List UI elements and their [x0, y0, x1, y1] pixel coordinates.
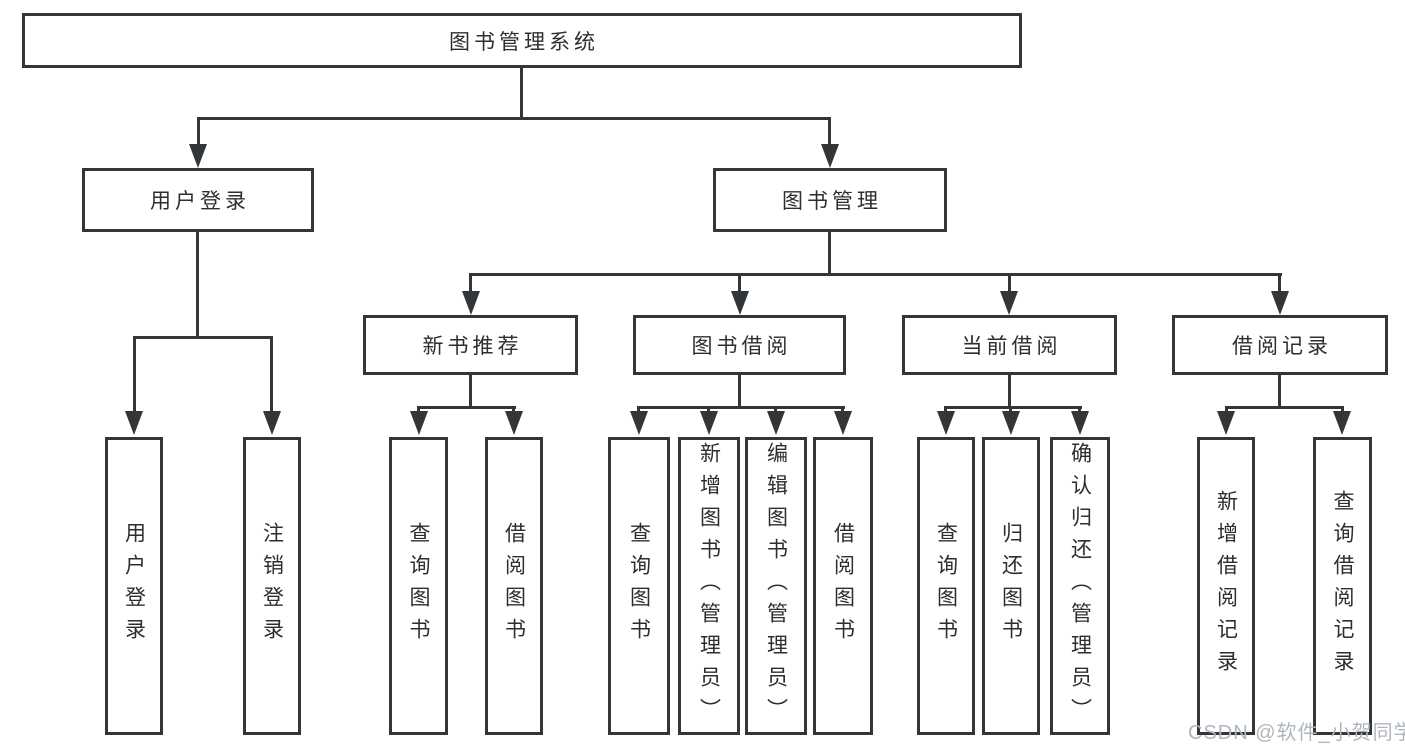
node-user-login: 用户登录	[82, 168, 314, 232]
connector-arrow-shaft	[1008, 273, 1011, 297]
leaf-query-borrow-record-label: 查询借阅记录	[1331, 490, 1354, 682]
arrowhead-to-leaf	[700, 411, 718, 435]
leaf-user-login-label: 用户登录	[122, 522, 146, 650]
connector-book-borrow-branch	[637, 406, 845, 409]
arrowhead-to-leaf	[630, 411, 648, 435]
leaf-edit-book-admin: 编辑图书（管理员）	[745, 437, 807, 735]
connector-current-borrow-stem	[1008, 375, 1011, 409]
arrowhead-to-leaf	[125, 411, 143, 435]
connector-level3-branch	[469, 273, 1282, 276]
arrowhead-to-user-login	[189, 144, 207, 168]
leaf-borrow-books-1-label: 借阅图书	[502, 522, 526, 650]
connector-arrow-shaft	[738, 273, 741, 297]
leaf-add-borrow-record-label: 新增借阅记录	[1214, 490, 1238, 682]
node-user-login-label: 用户登录	[150, 190, 250, 213]
connector-borrow-records-stem	[1278, 375, 1281, 409]
arrowhead-to-leaf	[1002, 411, 1020, 435]
arrowhead-to-leaf	[410, 411, 428, 435]
node-book-borrow: 图书借阅	[633, 315, 846, 375]
arrowhead-to-borrow-records	[1271, 291, 1289, 315]
leaf-query-books-1-label: 查询图书	[407, 522, 430, 650]
leaf-query-books-3: 查询图书	[917, 437, 975, 735]
leaf-borrow-books-1: 借阅图书	[485, 437, 543, 735]
node-borrow-records: 借阅记录	[1172, 315, 1388, 375]
node-book-mgmt: 图书管理	[713, 168, 947, 232]
arrowhead-to-book-mgmt	[821, 144, 839, 168]
node-borrow-records-label: 借阅记录	[1232, 335, 1332, 358]
leaf-confirm-return-admin: 确认归还（管理员）	[1050, 437, 1110, 735]
node-book-mgmt-label: 图书管理	[782, 190, 882, 213]
connector-arrow-shaft	[197, 117, 200, 149]
arrowhead-to-new-book-rec	[462, 291, 480, 315]
leaf-query-books-2-label: 查询图书	[627, 522, 651, 650]
connector-user-login-stem	[196, 232, 199, 339]
leaf-logout-label: 注销登录	[260, 522, 284, 650]
leaf-logout: 注销登录	[243, 437, 301, 735]
connector-book-mgmt-stem	[828, 232, 831, 276]
connector-arrow-shaft	[1278, 273, 1281, 297]
leaf-query-books-2: 查询图书	[608, 437, 670, 735]
arrowhead-to-current-borrow	[1000, 291, 1018, 315]
arrowhead-to-leaf	[767, 411, 785, 435]
connector-current-borrow-branch	[944, 406, 1082, 409]
csdn-watermark: CSDN @软件_小贺同学	[1188, 722, 1405, 744]
leaf-confirm-return-admin-label: 确认归还（管理员）	[1068, 442, 1092, 730]
node-root-label: 图书管理系统	[449, 30, 599, 54]
connector-arrow-shaft	[469, 273, 472, 297]
arrowhead-to-leaf	[263, 411, 281, 435]
connector-arrow-shaft	[270, 336, 273, 416]
arrowhead-to-leaf	[1217, 411, 1235, 435]
leaf-add-borrow-record: 新增借阅记录	[1197, 437, 1255, 735]
node-current-borrow-label: 当前借阅	[961, 335, 1062, 358]
leaf-edit-book-admin-label: 编辑图书（管理员）	[764, 442, 788, 730]
connector-book-borrow-stem	[738, 375, 741, 409]
arrowhead-to-leaf	[505, 411, 523, 435]
arrowhead-to-leaf	[834, 411, 852, 435]
connector-borrow-records-branch	[1225, 406, 1344, 409]
leaf-return-book-label: 归还图书	[999, 522, 1023, 650]
connector-root-stem	[520, 68, 523, 120]
leaf-add-book-admin-label: 新增图书（管理员）	[697, 442, 721, 730]
connector-user-login-branch	[133, 336, 273, 339]
arrowhead-to-leaf	[1333, 411, 1351, 435]
leaf-borrow-books-2-label: 借阅图书	[831, 522, 855, 650]
leaf-return-book: 归还图书	[982, 437, 1040, 735]
connector-level2-branch	[197, 117, 831, 120]
arrowhead-to-book-borrow	[731, 291, 749, 315]
arrowhead-to-leaf	[937, 411, 955, 435]
leaf-borrow-books-2: 借阅图书	[813, 437, 873, 735]
arrowhead-to-leaf	[1071, 411, 1089, 435]
connector-arrow-shaft	[133, 336, 136, 416]
node-book-borrow-label: 图书借阅	[691, 335, 792, 358]
connector-new-book-rec-branch	[417, 406, 516, 409]
leaf-query-borrow-record: 查询借阅记录	[1313, 437, 1372, 735]
leaf-query-books-3-label: 查询图书	[934, 522, 958, 650]
connector-arrow-shaft	[828, 117, 831, 149]
node-new-book-rec: 新书推荐	[363, 315, 578, 375]
node-new-book-rec-label: 新书推荐	[422, 335, 523, 358]
leaf-user-login: 用户登录	[105, 437, 163, 735]
leaf-query-books-1: 查询图书	[389, 437, 448, 735]
node-root: 图书管理系统	[22, 13, 1022, 68]
node-current-borrow: 当前借阅	[902, 315, 1117, 375]
leaf-add-book-admin: 新增图书（管理员）	[678, 437, 740, 735]
connector-new-book-rec-stem	[469, 375, 472, 409]
